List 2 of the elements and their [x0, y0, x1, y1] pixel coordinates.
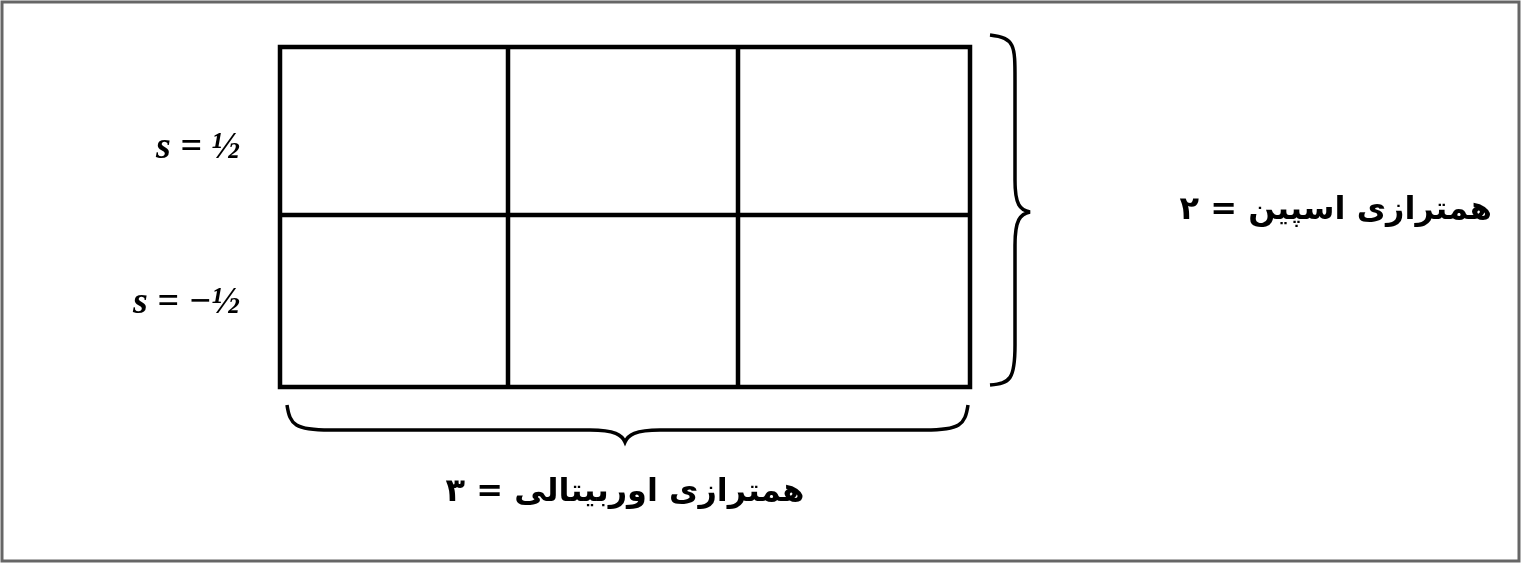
spin-label: s = ½	[156, 126, 240, 164]
spin-label: s = −½	[133, 281, 240, 319]
